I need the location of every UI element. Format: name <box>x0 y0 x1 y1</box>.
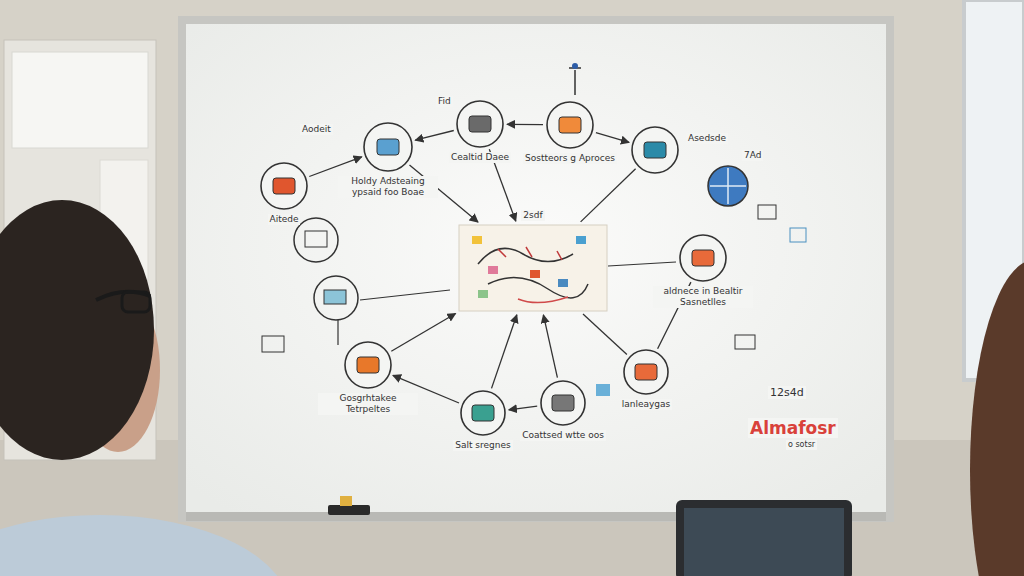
node-outline <box>539 379 587 427</box>
node-label: Aitede <box>268 214 301 225</box>
connector <box>509 406 537 410</box>
glasses <box>122 292 150 312</box>
person-hair <box>970 260 1024 576</box>
sketch-box <box>262 336 284 352</box>
node-label: Salt sregnes <box>453 440 513 451</box>
sketch-icon <box>305 231 327 247</box>
board-note: o sotsr <box>786 440 817 450</box>
sketch-circle <box>294 218 338 262</box>
marker <box>340 496 352 506</box>
node-label: Asedsde <box>686 133 728 144</box>
connector <box>492 315 517 389</box>
node-outline <box>622 348 670 396</box>
sketch-line <box>360 290 450 300</box>
board-frame <box>178 16 894 522</box>
icon-circle: Salt sregnes <box>459 389 507 437</box>
connector <box>309 157 362 177</box>
sketch-box <box>735 335 755 349</box>
node-outline <box>362 121 414 173</box>
eraser <box>328 505 370 515</box>
node-label: 2sdf <box>521 210 544 221</box>
laptop <box>676 500 852 576</box>
node-outline <box>459 389 507 437</box>
node-outline <box>259 161 309 211</box>
node-label: Coattsed wtte oos <box>520 430 606 441</box>
node-label: lanleaygas <box>620 399 673 410</box>
connector <box>583 314 627 354</box>
sketch-line <box>337 320 338 345</box>
icon-circle: Coattsed wtte oos <box>539 379 587 427</box>
connector <box>507 124 543 126</box>
connector <box>415 131 454 141</box>
connector <box>391 314 455 352</box>
sketch-icon <box>324 290 346 304</box>
node-outline <box>630 125 680 175</box>
antenna-sketch <box>569 68 581 95</box>
node-outline <box>545 100 595 150</box>
person-hair <box>0 200 154 460</box>
person-shoulders <box>0 515 290 576</box>
sketch-box <box>790 228 806 242</box>
sketch-line <box>608 262 676 266</box>
connector <box>596 133 629 143</box>
board-note: 7Ad <box>742 150 763 161</box>
icon-circle: Cealtid Daee <box>455 99 505 149</box>
node-outline <box>458 224 608 312</box>
red-note: Almafosr <box>748 418 838 438</box>
pinned-paper <box>12 52 148 148</box>
connector <box>581 169 636 222</box>
icon-circle: Asedsde <box>630 125 680 175</box>
antenna-dot <box>572 63 578 69</box>
icon-circle: Gosgrhtakee Tetrpeltes <box>343 340 393 390</box>
laptop-screen <box>684 508 844 576</box>
node-label: Holdy Adsteaing ypsaid foo Boae <box>338 176 438 198</box>
globe-lines <box>710 168 746 204</box>
node-label: Sostteors g Aproces <box>523 153 617 164</box>
sketch-circle <box>314 276 358 320</box>
node-label: Cealtid Daee <box>449 152 511 163</box>
node-label: aldnece in Bealtir Sasnetlles <box>653 286 753 308</box>
sketch-box <box>758 205 776 219</box>
node-outline <box>343 340 393 390</box>
connector <box>543 315 557 378</box>
board-note: Aodeit <box>300 124 333 135</box>
node-label: Gosgrhtakee Tetrpeltes <box>318 393 418 415</box>
node-outline <box>455 99 505 149</box>
globe-sketch <box>708 166 748 206</box>
icon-circle: lanleaygas <box>622 348 670 396</box>
icon-circle: Sostteors g Aproces <box>545 100 595 150</box>
node-outline <box>678 233 728 283</box>
sketch-box <box>596 384 610 396</box>
center-sheet: 2sdf <box>458 224 608 312</box>
whiteboard <box>186 24 886 514</box>
board-note: Fid <box>436 96 453 107</box>
icon-circle: Aitede <box>259 161 309 211</box>
icon-circle: aldnece in Bealtir Sasnetlles <box>678 233 728 283</box>
icon-circle: Holdy Adsteaing ypsaid foo Boae <box>362 121 414 173</box>
board-note: 12s4d <box>768 386 806 399</box>
